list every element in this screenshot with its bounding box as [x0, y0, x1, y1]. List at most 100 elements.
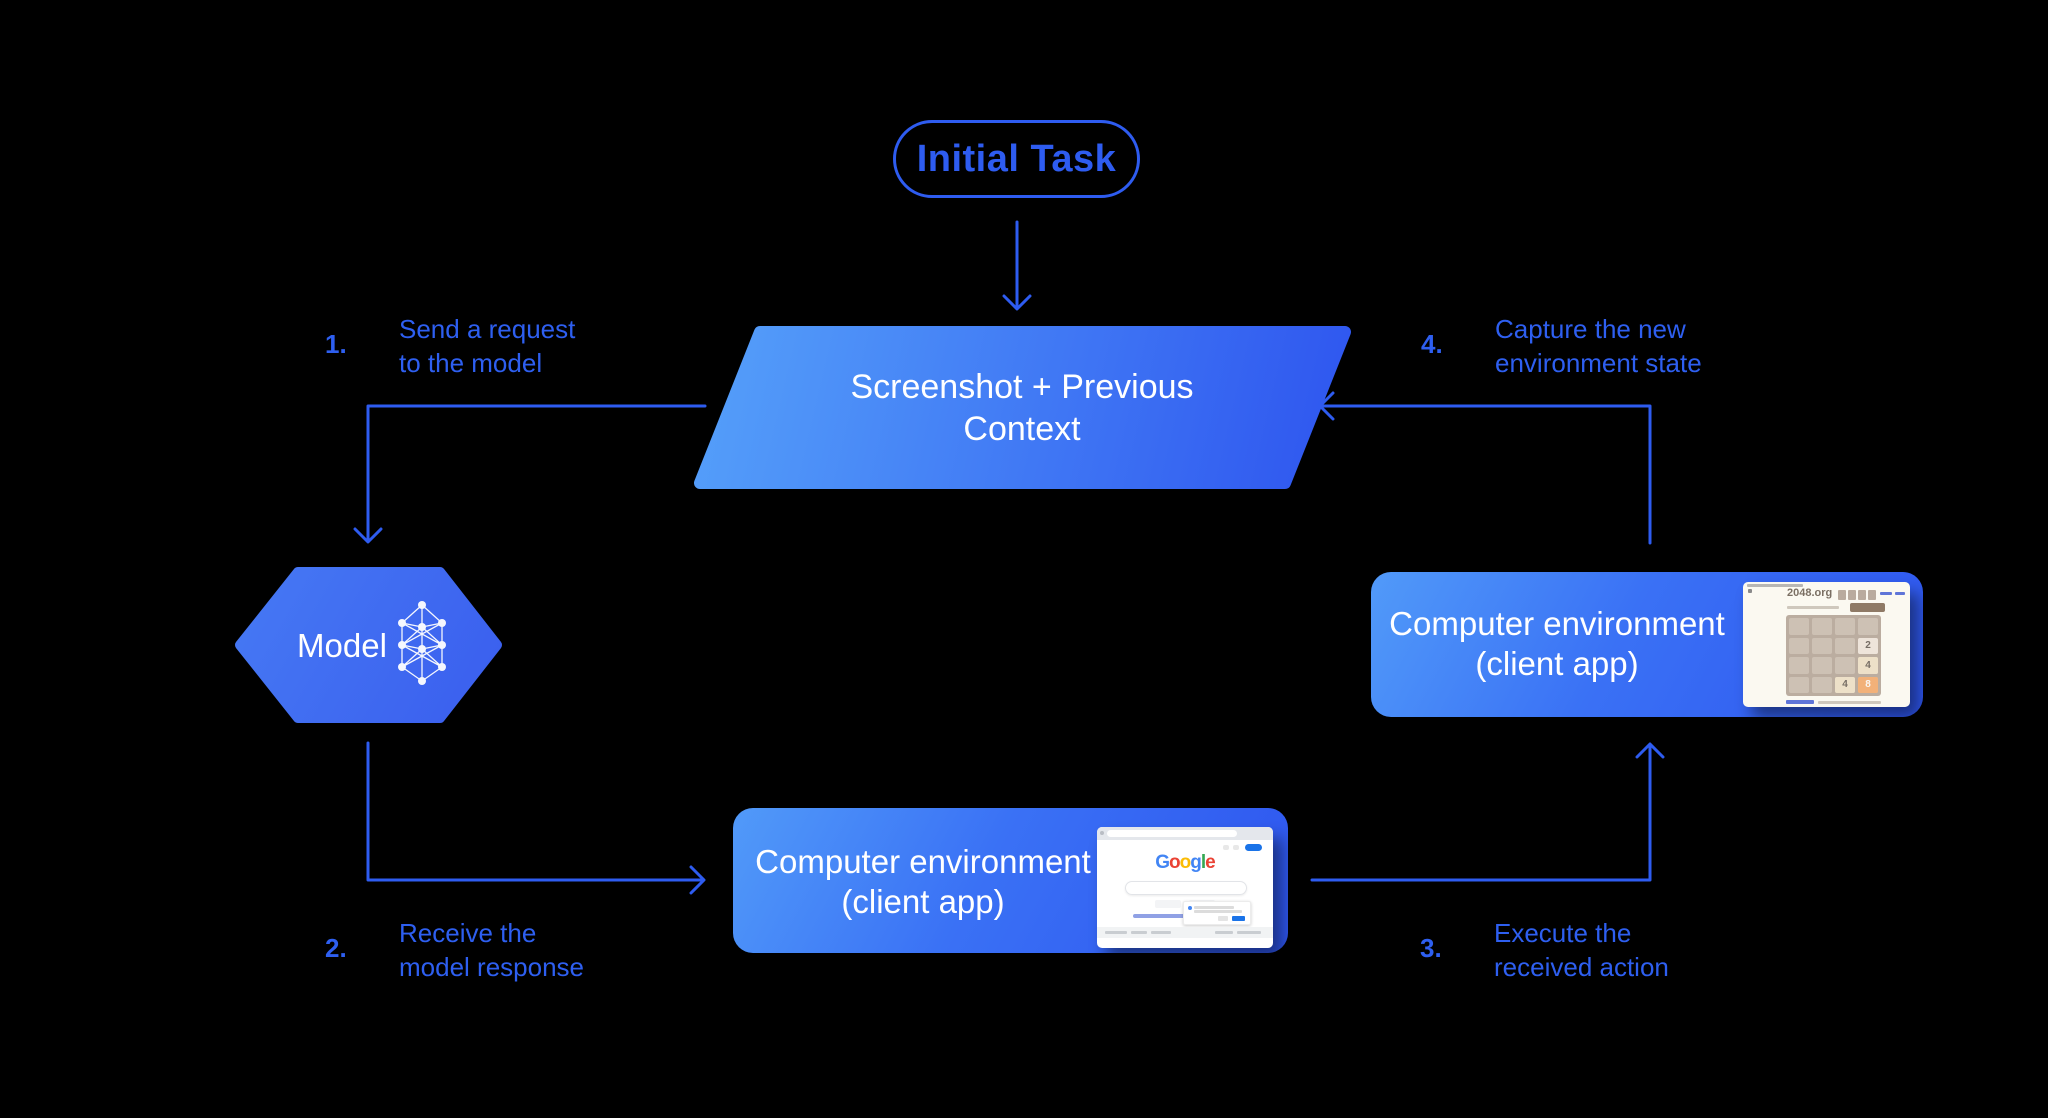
grid-cell: 4: [1835, 676, 1855, 693]
arrow-context-to-model: [353, 404, 707, 544]
grid-cell: 2: [1858, 637, 1878, 654]
footer-link-bar: [1237, 931, 1261, 934]
dialog-icon: [1188, 906, 1192, 910]
env-executor-label-line1: Computer environment: [755, 843, 1091, 880]
step-3-text-line2: received action: [1494, 952, 1669, 982]
google-logo-letter: e: [1205, 852, 1216, 873]
search-button: [1155, 900, 1181, 908]
game-grid: 2 4 4 8: [1786, 615, 1881, 696]
arrow-env-to-env: [1310, 742, 1665, 882]
google-logo-letter: l: [1200, 852, 1206, 873]
step-4-text-line2: environment state: [1495, 348, 1702, 378]
neural-network-icon: [398, 601, 446, 685]
cookie-dialog: [1183, 901, 1251, 925]
grid-cell: [1812, 676, 1832, 693]
step-3-text-line1: Execute the: [1494, 918, 1632, 948]
grid-cell: [1858, 618, 1878, 635]
google-logo-letter: G: [1155, 852, 1170, 873]
header-link-bar: [1895, 592, 1905, 595]
score-badge: [1838, 590, 1846, 600]
dialog-secondary-button: [1218, 916, 1228, 921]
footer-link-bar: [1151, 931, 1171, 934]
step-1-annotation: 1. Send a request to the model: [325, 312, 575, 380]
step-1-number: 1.: [325, 329, 347, 359]
initial-task-pill: Initial Task: [893, 120, 1140, 198]
model-node-label: Model: [297, 627, 387, 664]
score-badge: [1848, 590, 1856, 600]
google-logo-letter: o: [1179, 852, 1192, 873]
footer-link-bar: [1786, 700, 1814, 704]
new-game-button: [1850, 603, 1885, 612]
grid-cell: [1789, 637, 1809, 654]
subtitle-text-bar: [1787, 606, 1839, 609]
step-3-annotation: 3. Execute the received action: [1420, 916, 1669, 984]
browser-tab-title-bar: [1747, 584, 1803, 587]
grid-cell: [1789, 618, 1809, 635]
env-executor-box: Computer environment (client app) Google: [733, 808, 1288, 953]
step-2-number: 2.: [325, 933, 347, 963]
game-2048-thumbnail: 2048.org 2: [1743, 582, 1910, 707]
step-1-text-line1: Send a request: [399, 314, 576, 344]
step-4-number: 4.: [1421, 329, 1443, 359]
tile-2: 2: [1858, 637, 1878, 654]
google-thumbnail: Google: [1097, 827, 1273, 948]
dialog-text-bar: [1194, 910, 1242, 913]
step-2-text-line2: model response: [399, 952, 584, 982]
arrows-layer: [353, 220, 1665, 895]
dialog-text-bar: [1194, 906, 1234, 909]
dialog-accept-button: [1232, 916, 1245, 921]
context-label-line1: Screenshot + Previous: [850, 368, 1194, 406]
browser-topbar: [1097, 827, 1273, 840]
footer-link-bar: [1215, 931, 1233, 934]
footer-text-bar: [1818, 701, 1881, 704]
avatar-icon: [1233, 845, 1239, 850]
step-1-text-line2: to the model: [399, 348, 543, 378]
step-4-text-line1: Capture the new: [1495, 314, 1686, 344]
score-badge: [1858, 590, 1866, 600]
grid-cell: [1835, 657, 1855, 674]
score-badge: [1868, 590, 1876, 600]
search-input: [1125, 881, 1247, 895]
step-4-annotation: 4. Capture the new environment state: [1421, 312, 1702, 380]
google-logo: Google: [1097, 852, 1273, 874]
footer-link-bar: [1105, 931, 1127, 934]
arrow-model-to-env: [366, 741, 706, 895]
step-2-annotation: 2. Receive the model response: [325, 916, 584, 984]
arrow-task-to-context: [1002, 220, 1032, 311]
env-capture-label: Computer environment (client app): [1377, 604, 1737, 684]
env-executor-label: Computer environment (client app): [743, 842, 1103, 922]
browser-back-icon: [1748, 589, 1752, 593]
footer-bar: [1097, 927, 1273, 938]
grid-cell: [1789, 676, 1809, 693]
grid-cell: [1835, 637, 1855, 654]
signin-button: [1245, 844, 1262, 851]
env-capture-label-line2: (client app): [1475, 645, 1639, 682]
grid-cell: 8: [1858, 676, 1878, 693]
footer-link-bar: [1131, 931, 1147, 934]
google-logo-letter: o: [1169, 852, 1181, 873]
context-node-label: Screenshot + Previous Context: [722, 366, 1322, 450]
grid-cell: [1789, 657, 1809, 674]
site-title: 2048.org: [1787, 587, 1833, 599]
grid-cell: 4: [1858, 657, 1878, 674]
initial-task-label: Initial Task: [916, 137, 1117, 180]
env-executor-label-line2: (client app): [841, 883, 1005, 920]
browser-url-bar: [1107, 830, 1237, 837]
apps-grid-icon: [1223, 845, 1229, 850]
tile-8: 8: [1858, 676, 1878, 693]
tile-4: 4: [1835, 676, 1855, 693]
tile-4: 4: [1858, 657, 1878, 674]
header-link-bar: [1880, 592, 1892, 595]
context-parallelogram-shape: [694, 326, 1351, 489]
grid-cell: [1812, 637, 1832, 654]
env-capture-label-line1: Computer environment: [1389, 605, 1725, 642]
grid-cell: [1835, 618, 1855, 635]
grid-cell: [1812, 657, 1832, 674]
grid-cell: [1812, 618, 1832, 635]
google-logo-letter: g: [1190, 852, 1202, 873]
context-label-line2: Context: [963, 410, 1081, 448]
env-capture-box: Computer environment (client app) 2048.o…: [1371, 572, 1923, 717]
step-2-text-line1: Receive the: [399, 918, 537, 948]
